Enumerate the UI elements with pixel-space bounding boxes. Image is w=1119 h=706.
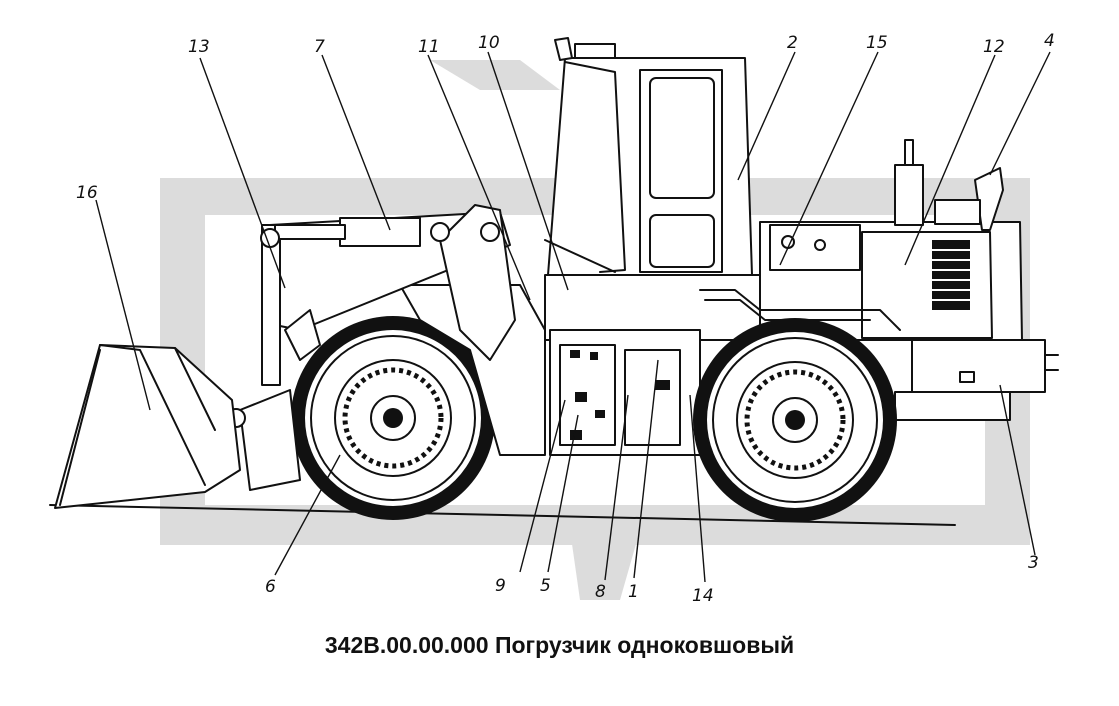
callout-13: 13 xyxy=(188,37,210,57)
front-wheel xyxy=(291,316,495,520)
callout-1: 1 xyxy=(628,582,639,602)
callout-4: 4 xyxy=(1044,31,1055,51)
ground-line xyxy=(49,504,956,526)
callout-9: 9 xyxy=(495,576,506,596)
boom-assembly xyxy=(226,204,546,491)
callout-labels: 13 7 11 10 2 15 12 4 16 3 6 9 5 8 1 14 xyxy=(76,31,1055,606)
callout-16: 16 xyxy=(76,183,98,203)
rear-counterweight xyxy=(894,339,1059,421)
callout-12: 12 xyxy=(983,37,1005,57)
callout-10: 10 xyxy=(478,33,500,53)
callout-15: 15 xyxy=(866,33,888,53)
bucket xyxy=(54,344,241,509)
callout-3: 3 xyxy=(1028,553,1039,573)
callout-8: 8 xyxy=(595,582,606,602)
callout-6: 6 xyxy=(265,577,276,597)
figure-caption: 342В.00.00.000 Погрузчик одноковшовый xyxy=(324,632,795,658)
cab xyxy=(544,37,753,276)
rear-wheel xyxy=(693,318,897,522)
callout-11: 11 xyxy=(418,37,440,57)
leader-lines xyxy=(95,51,1051,583)
callout-5: 5 xyxy=(540,576,551,596)
chassis xyxy=(544,274,901,456)
callout-7: 7 xyxy=(314,37,325,57)
callout-14: 14 xyxy=(692,586,714,606)
callout-2: 2 xyxy=(787,33,798,53)
